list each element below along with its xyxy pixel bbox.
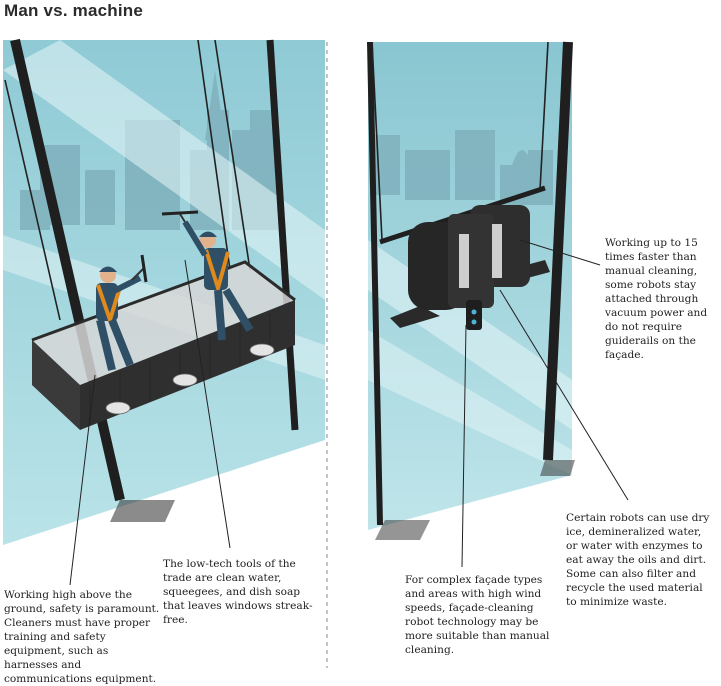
window-sill-right xyxy=(375,520,430,540)
city-skyline-right xyxy=(370,130,553,205)
caption-robot-cleaning-agents: Certain robots can use dry ice, deminera… xyxy=(566,512,710,608)
page-title: Man vs. machine xyxy=(4,1,144,20)
leader-line-robots xyxy=(499,289,629,501)
building-column-right-2 xyxy=(543,41,573,461)
suspension-rope-3 xyxy=(214,39,251,271)
window-sill-right-2 xyxy=(540,460,575,476)
suspension-rope-1 xyxy=(4,79,61,321)
right-scene-robot-cleaning xyxy=(367,41,629,568)
window-sill-left xyxy=(110,500,175,522)
leader-line-ground xyxy=(69,374,96,586)
left-scene-manual-cleaning xyxy=(3,38,325,586)
caption-robot-speed: Working up to 15 times faster than manua… xyxy=(605,237,708,361)
robot-cable-2 xyxy=(539,41,549,191)
building-column-left xyxy=(10,38,125,502)
leader-line-facade xyxy=(461,324,467,568)
worker-1 xyxy=(96,266,142,371)
robot-cable-1 xyxy=(371,41,383,241)
leader-line-tools xyxy=(184,259,231,549)
building-column-mid xyxy=(266,39,299,431)
facade-cleaning-robot xyxy=(390,205,550,330)
caption-tools: The low-tech tools of the trade are clea… xyxy=(163,558,313,626)
light-beam-4 xyxy=(368,330,572,475)
building-column-right-1 xyxy=(367,41,383,526)
caption-safety: Working high above the ground, safety is… xyxy=(4,589,160,685)
caption-facade-types: For complex façade types and areas with … xyxy=(405,574,550,656)
squeegee-1 xyxy=(131,254,148,283)
leader-line-speed xyxy=(519,239,601,266)
worker-2 xyxy=(182,220,254,341)
suspension-rope-2 xyxy=(197,39,231,271)
squeegee-2 xyxy=(161,210,199,223)
